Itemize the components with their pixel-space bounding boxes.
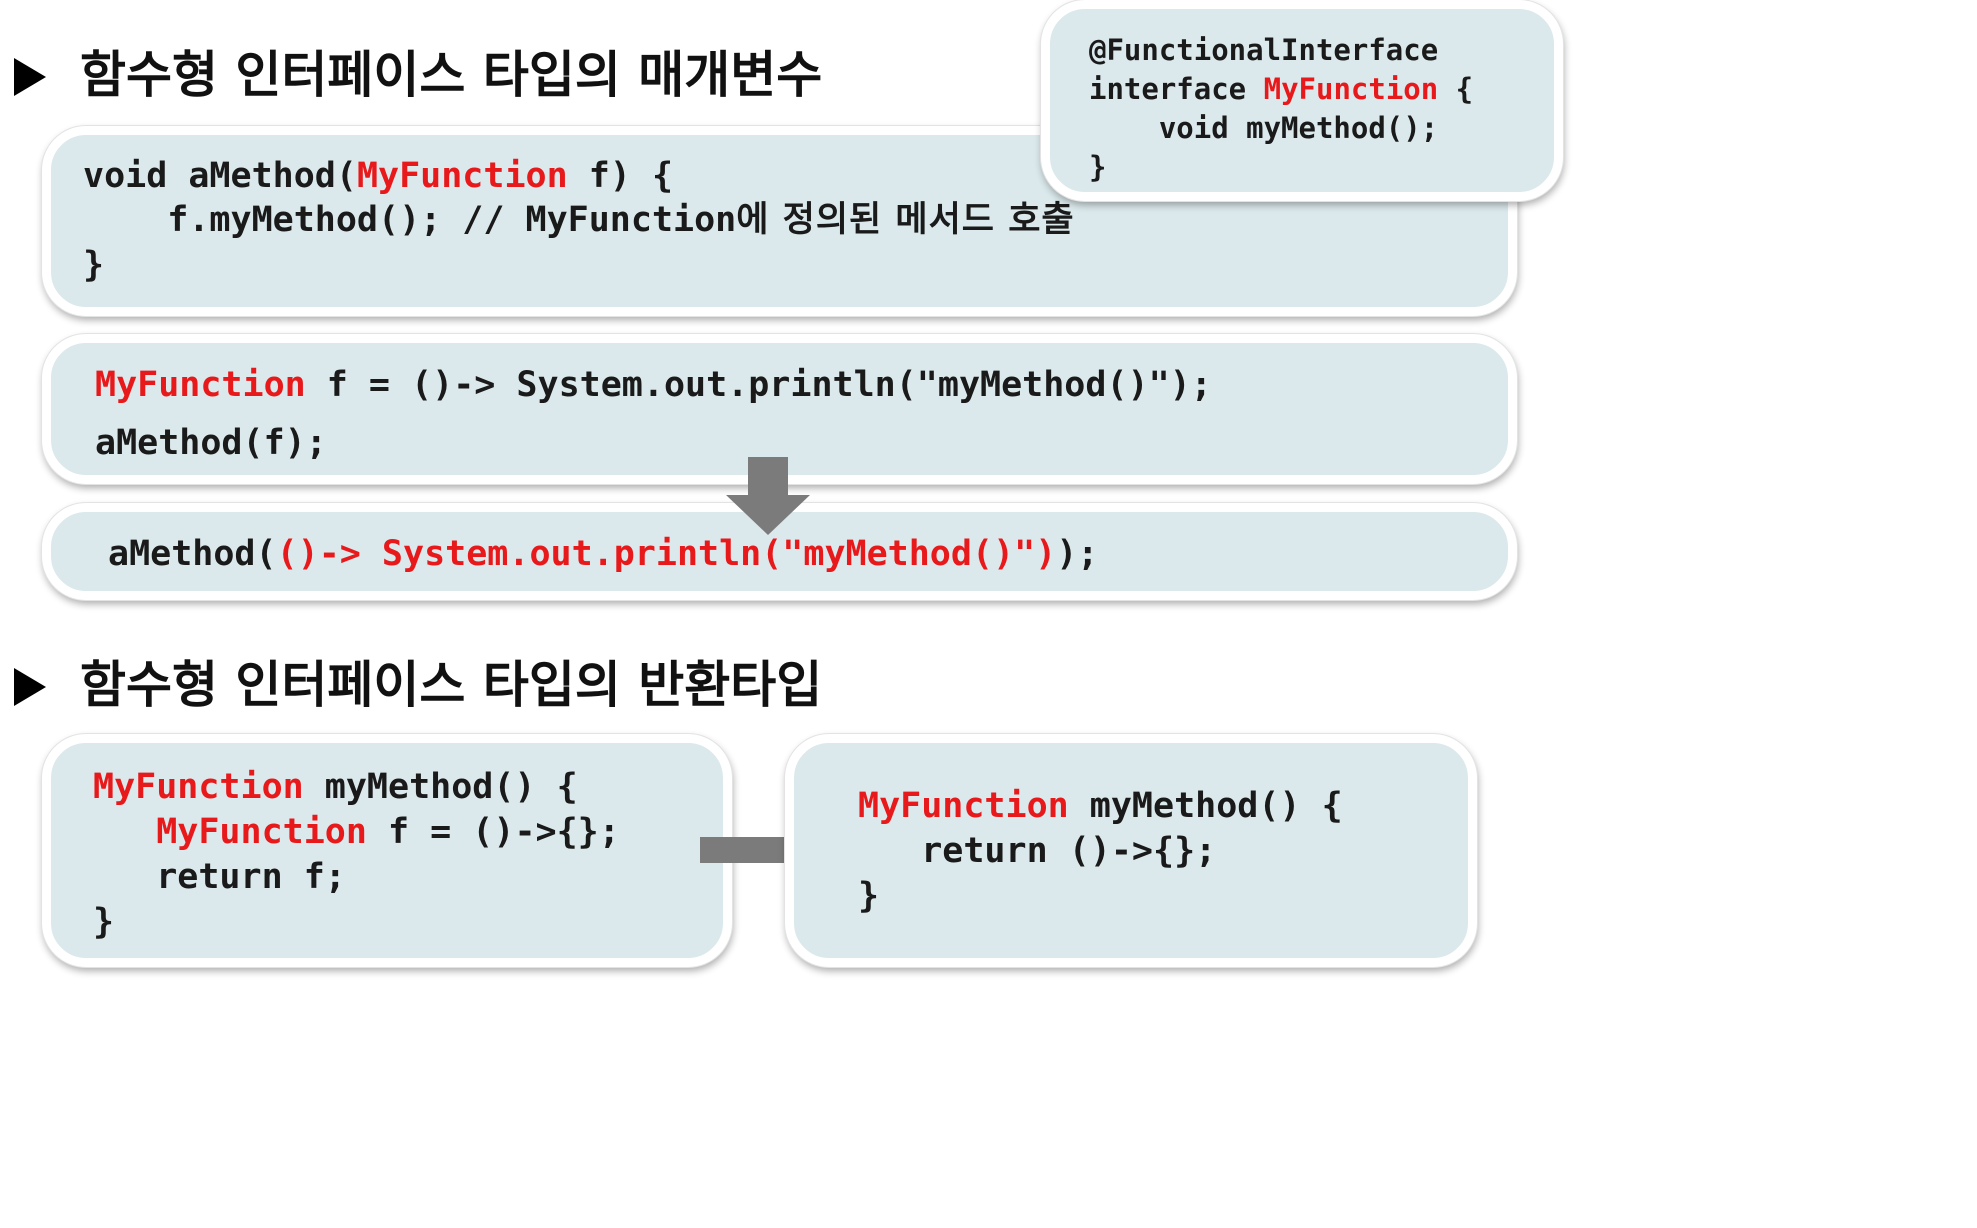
interface-keyword: interface (1089, 72, 1264, 106)
interface-definition-panel (1041, 0, 1563, 201)
interface-name: MyFunction (1263, 72, 1439, 106)
return-right-type: MyFunction (858, 786, 1069, 826)
interface-line-2: interface MyFunction { (1089, 75, 1473, 104)
call-var-type: MyFunction (95, 365, 306, 405)
return-right-panel (785, 734, 1477, 967)
interface-brace-open: { (1438, 72, 1474, 106)
call-line-2: aMethod(f); (95, 423, 327, 463)
return-right-line-3: } (858, 876, 880, 916)
return-left-var-type: MyFunction (156, 812, 367, 852)
return-left-line-3: return f; (93, 857, 346, 897)
return-left-panel (42, 734, 732, 967)
amethod-signature-start: void aMethod( (83, 156, 357, 196)
interface-line-4: } (1089, 150, 1107, 184)
return-left-assignment: f = ()->{}; (366, 812, 620, 852)
call-lambda-assignment: f = ()-> System.out.println("myMethod()"… (305, 365, 1212, 405)
interface-line-1: @FunctionalInterface (1089, 33, 1439, 67)
return-left-line-2: MyFunction f = ()->{}; (93, 815, 620, 850)
amethod-line-2: f.myMethod(); // MyFunction에 정의된 메서드 호출 (83, 203, 1075, 238)
amethod-call-code: f.myMethod(); // MyFunction (83, 200, 737, 240)
return-left-indent (93, 812, 156, 852)
down-arrow-icon (726, 457, 810, 535)
inline-call-suffix: ); (1056, 534, 1099, 574)
amethod-line-3: } (83, 245, 105, 285)
amethod-call-comment: 에 정의된 메서드 호출 (736, 200, 1075, 240)
inline-call-line: aMethod(()-> System.out.println("myMetho… (108, 537, 1098, 572)
triangle-bullet-icon (14, 668, 46, 706)
return-right-line-1: MyFunction myMethod() { (858, 789, 1343, 824)
inline-call-lambda: ()-> System.out.println("myMethod()") (276, 534, 1057, 574)
return-left-line-1: MyFunction myMethod() { (93, 770, 578, 805)
amethod-line-1: void aMethod(MyFunction f) { (83, 159, 673, 194)
amethod-signature-end: f) { (567, 156, 674, 196)
return-left-type: MyFunction (93, 767, 304, 807)
return-left-signature: myMethod() { (303, 767, 578, 807)
return-right-line-2: return ()->{}; (858, 831, 1217, 871)
section-heading-return: 함수형 인터페이스 타입의 반환타입 (14, 660, 822, 710)
amethod-param-type: MyFunction (356, 156, 568, 196)
section-heading-return-text: 함수형 인터페이스 타입의 반환타입 (80, 656, 823, 714)
call-line-1: MyFunction f = ()-> System.out.println("… (95, 368, 1212, 403)
interface-line-3: void myMethod(); (1089, 111, 1439, 145)
return-right-signature: myMethod() { (1068, 786, 1343, 826)
inline-call-prefix: aMethod( (108, 534, 277, 574)
section-heading-parameter-text: 함수형 인터페이스 타입의 매개변수 (80, 46, 823, 104)
triangle-bullet-icon (14, 58, 46, 96)
section-heading-parameter: 함수형 인터페이스 타입의 매개변수 (14, 50, 822, 100)
return-left-line-4: } (93, 902, 115, 942)
